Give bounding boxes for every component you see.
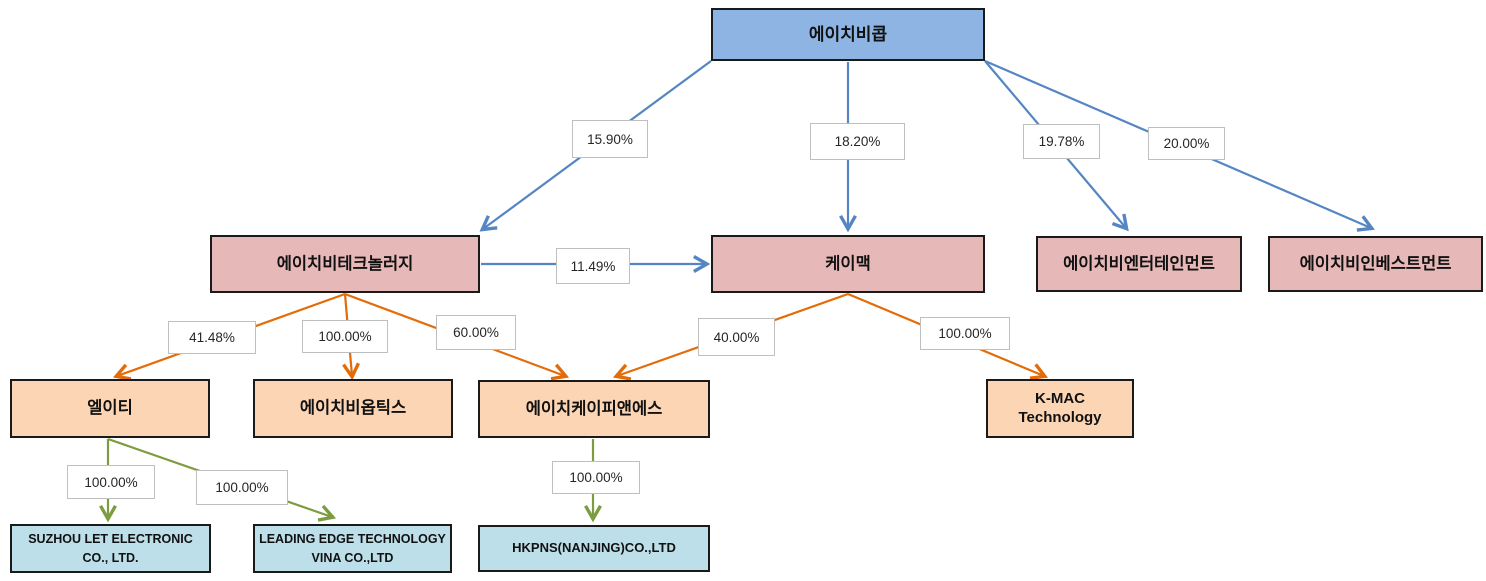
node-kmac: 케이맥	[711, 235, 985, 293]
edge-label-root-hbtechnology: 15.90%	[572, 120, 648, 158]
edge-label-hbtechnology-let: 41.48%	[168, 321, 256, 354]
node-hkpns: 에이치케이피앤에스	[478, 380, 710, 438]
edge-label-root-kmac: 18.20%	[810, 123, 905, 160]
node-hbcorp: 에이치비콥	[711, 8, 985, 61]
node-hbentertainment: 에이치비엔터테인먼트	[1036, 236, 1242, 292]
node-hkpns-nanjing: HKPNS(NANJING)CO.,LTD	[478, 525, 710, 572]
edge-label-kmac-hkpns: 40.00%	[698, 318, 775, 356]
node-leading-edge: LEADING EDGE TECHNOLOGY VINA CO.,LTD	[253, 524, 452, 573]
node-hbtechnology: 에이치비테크놀러지	[210, 235, 480, 293]
edge-label-kmac-kmactechnology: 100.00%	[920, 317, 1010, 350]
edge-label-let-leadingedge: 100.00%	[196, 470, 288, 505]
edge-label-root-hbentertainment: 19.78%	[1023, 124, 1100, 159]
edge-label-hbtechnology-kmac: 11.49%	[556, 248, 630, 284]
node-hbinvestment: 에이치비인베스트먼트	[1268, 236, 1483, 292]
edge-label-hbtechnology-hkpns: 60.00%	[436, 315, 516, 350]
node-suzhou-let: SUZHOU LET ELECTRONIC CO., LTD.	[10, 524, 211, 573]
node-kmac-technology: K-MAC Technology	[986, 379, 1134, 438]
node-let: 엘이티	[10, 379, 210, 438]
edge-label-root-hbinvestment: 20.00%	[1148, 127, 1225, 160]
node-hboptics: 에이치비옵틱스	[253, 379, 453, 438]
edge-label-let-suzhou: 100.00%	[67, 465, 155, 499]
edge-label-hkpns-nanjing: 100.00%	[552, 461, 640, 494]
edge-label-hbtechnology-hboptics: 100.00%	[302, 320, 388, 353]
